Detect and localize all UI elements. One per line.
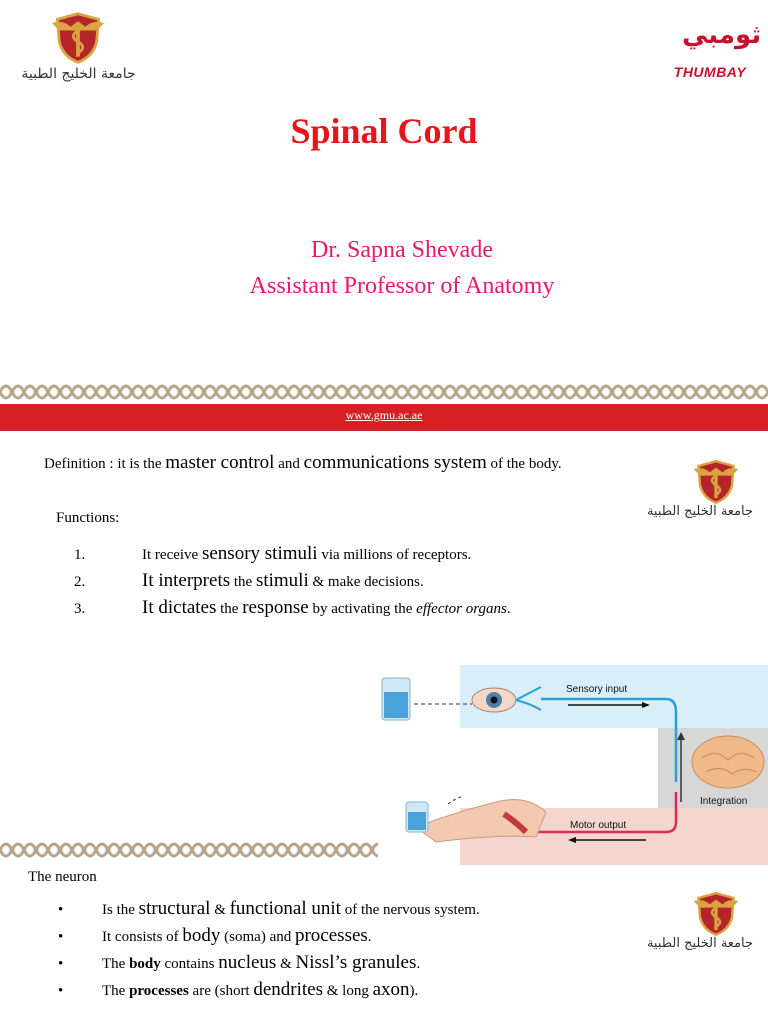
gmu-emblem-icon <box>50 10 106 66</box>
function-item: 2. It interprets the stimuli & make deci… <box>74 570 674 597</box>
neuron-heading: The neuron <box>28 869 97 885</box>
gmu-logo-small-2: جامعة الخليج الطبية <box>638 890 762 952</box>
gmu-logo-small-1: جامعة الخليج الطبية <box>638 458 762 520</box>
functions-list: 1. It receive sensory stimuli via millio… <box>74 543 674 624</box>
gmu-logo-arabic-text: جامعة الخليج الطبية <box>646 504 754 519</box>
sensory-input-label: Sensory input <box>566 684 627 695</box>
decorative-band-bottom <box>0 838 378 862</box>
function-text: It interprets the stimuli & make decisio… <box>142 570 424 591</box>
function-text: It dictates the response by activating t… <box>142 597 511 618</box>
gmu-logo-arabic-text: جامعة الخليج الطبية <box>21 66 136 82</box>
gmu-emblem-icon <box>692 890 740 938</box>
functions-label: Functions: <box>56 510 120 526</box>
presenter-name: Dr. Sapna Shevade <box>311 237 493 263</box>
footer-bar <box>0 404 768 431</box>
definition-text: Definition : it is the master control an… <box>44 452 562 474</box>
function-number: 2. <box>74 574 86 590</box>
arm-icon <box>414 799 547 843</box>
definition-term-communications: communications system <box>303 452 487 473</box>
website-link[interactable]: www.gmu.ac.ae <box>345 408 423 422</box>
presenter-block: Dr. Sapna Shevade Assistant Professor of… <box>0 232 768 304</box>
bullet-icon: • <box>58 929 64 945</box>
function-number: 3. <box>74 601 86 617</box>
list-item: • The body contains nucleus & Nissl’s gr… <box>58 952 421 973</box>
definition-mid: and <box>274 456 304 472</box>
gmu-logo-arabic-text: جامعة الخليج الطبية <box>646 936 754 951</box>
thumbay-wordmark: THUMBAY <box>673 64 747 80</box>
definition-prefix: Definition : it is the <box>44 456 166 472</box>
thumbay-logo: ثومبي THUMBAY <box>660 20 762 80</box>
function-item: 1. It receive sensory stimuli via millio… <box>74 543 674 570</box>
function-text: It receive sensory stimuli via millions … <box>142 543 472 564</box>
definition-term-master-control: master control <box>165 452 275 473</box>
neuron-bullet-list: • Is the structural & functional unit of… <box>58 898 618 1006</box>
beaker-icon <box>381 677 411 721</box>
beaker-icon <box>405 801 429 833</box>
eye-icon <box>471 687 517 713</box>
list-item: • It consists of body (soma) and process… <box>58 925 372 946</box>
definition-suffix: of the body. <box>486 456 562 472</box>
thumbay-arabic-text: ثومبي <box>682 20 762 50</box>
brain-icon <box>691 735 765 789</box>
gmu-logo: جامعة الخليج الطبية <box>6 10 151 82</box>
integration-label: Integration <box>700 796 747 807</box>
bullet-icon: • <box>58 956 64 972</box>
function-item: 3. It dictates the response by activatin… <box>74 597 674 624</box>
function-number: 1. <box>74 547 86 563</box>
decorative-band-top <box>0 380 768 404</box>
list-item: • The processes are (short dendrites & l… <box>58 979 419 1000</box>
presenter-role: Assistant Professor of Anatomy <box>249 273 555 299</box>
slide-title: Spinal Cord <box>290 111 478 151</box>
nervous-system-diagram: Sensory input Integration Motor output <box>381 665 768 865</box>
bullet-icon: • <box>58 902 64 918</box>
gmu-emblem-icon <box>692 458 740 506</box>
motor-output-label: Motor output <box>570 820 626 831</box>
bullet-icon: • <box>58 983 64 999</box>
list-item: • Is the structural & functional unit of… <box>58 898 480 919</box>
